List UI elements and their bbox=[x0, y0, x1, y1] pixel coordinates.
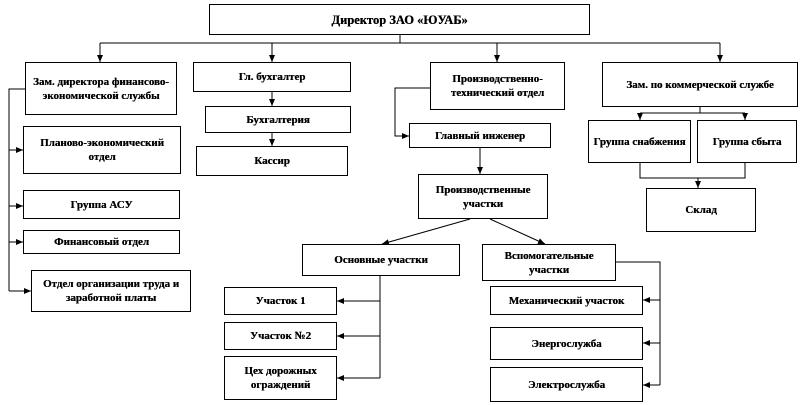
node-chief-accountant: Гл. бухгалтер bbox=[193, 62, 351, 92]
node-labor-dept: Отдел организации труда и заработной пла… bbox=[31, 270, 191, 312]
node-site2: Участок №2 bbox=[224, 322, 337, 350]
node-deputy-commercial-label: Зам. по коммерческой службе bbox=[626, 78, 774, 91]
node-director: Директор ЗАО «ЮУАБ» bbox=[209, 4, 590, 35]
node-asu-group: Группа АСУ bbox=[23, 190, 180, 219]
node-mech-site-label: Механический участок bbox=[508, 294, 625, 307]
node-road-fence-shop-label: Цех дорожных ограждений bbox=[244, 365, 317, 391]
node-production-dept: Производственно-технический отдел bbox=[430, 62, 565, 110]
node-planning-dept-label: Планово-экономический отдел bbox=[40, 137, 164, 163]
node-asu-group-label: Группа АСУ bbox=[70, 198, 133, 211]
connector-to-main-sites bbox=[381, 218, 471, 245]
node-cashier: Кассир bbox=[196, 146, 348, 176]
connector-to-aux-sites bbox=[489, 218, 546, 245]
node-supply-group-label: Группа снабжения bbox=[593, 135, 686, 148]
connector-commercial-bus bbox=[640, 107, 745, 114]
connector-supply-sales-join bbox=[639, 163, 746, 188]
connector-to-chief-engineer bbox=[394, 87, 430, 139]
node-chief-engineer: Главный инженер bbox=[409, 123, 551, 148]
node-production-sites: Производственные участки bbox=[418, 174, 548, 219]
node-director-label: Директор ЗАО «ЮУАБ» bbox=[331, 12, 468, 27]
node-production-sites-label: Производственные участки bbox=[435, 183, 531, 210]
node-chief-accountant-label: Гл. бухгалтер bbox=[238, 71, 306, 83]
node-electric-service-label: Электрослужба bbox=[527, 378, 606, 391]
node-supply-group: Группа снабжения bbox=[588, 120, 691, 163]
node-sales-group-label: Группа сбыта bbox=[712, 135, 782, 148]
node-labor-dept-label: Отдел организации труда и заработной пла… bbox=[42, 278, 180, 304]
node-accounting-label: Бухгалтерия bbox=[246, 113, 310, 126]
node-deputy-commercial: Зам. по коммерческой службе bbox=[602, 62, 798, 107]
node-warehouse-label: Склад bbox=[685, 204, 717, 216]
connector-director-bus bbox=[100, 35, 720, 44]
node-cashier-label: Кассир bbox=[254, 155, 290, 167]
node-site1: Участок 1 bbox=[224, 287, 337, 315]
node-main-sites: Основные участки bbox=[302, 244, 460, 276]
node-site2-label: Участок №2 bbox=[249, 330, 312, 342]
node-energy-service-label: Энергослужба bbox=[531, 337, 602, 350]
node-aux-sites-label: Вспомогательные участки bbox=[504, 249, 594, 276]
node-warehouse: Склад bbox=[646, 188, 756, 232]
node-road-fence-shop: Цех дорожных ограждений bbox=[224, 356, 337, 400]
node-electric-service: Электрослужба bbox=[490, 367, 643, 402]
connector-aux-sites-spine bbox=[616, 261, 661, 385]
node-chief-engineer-label: Главный инженер bbox=[434, 129, 526, 142]
node-deputy-finance: Зам. директора финансово-экономической с… bbox=[25, 62, 177, 115]
node-production-dept-label: Производственно-технический отдел bbox=[450, 73, 545, 99]
node-mech-site: Механический участок bbox=[490, 286, 643, 315]
node-site1-label: Участок 1 bbox=[255, 295, 306, 307]
node-sales-group: Группа сбыта bbox=[697, 120, 797, 163]
node-main-sites-label: Основные участки bbox=[334, 254, 428, 266]
node-finance-dept-label: Финансовый отдел bbox=[54, 236, 149, 248]
connector-finance-spine bbox=[8, 88, 25, 291]
node-planning-dept: Планово-экономический отдел bbox=[23, 126, 181, 174]
node-finance-dept: Финансовый отдел bbox=[23, 230, 180, 254]
node-deputy-finance-label: Зам. директора финансово-экономической с… bbox=[33, 75, 169, 102]
node-accounting: Бухгалтерия bbox=[205, 106, 351, 133]
node-energy-service: Энергослужба bbox=[490, 327, 643, 360]
node-aux-sites: Вспомогательные участки bbox=[482, 244, 616, 281]
